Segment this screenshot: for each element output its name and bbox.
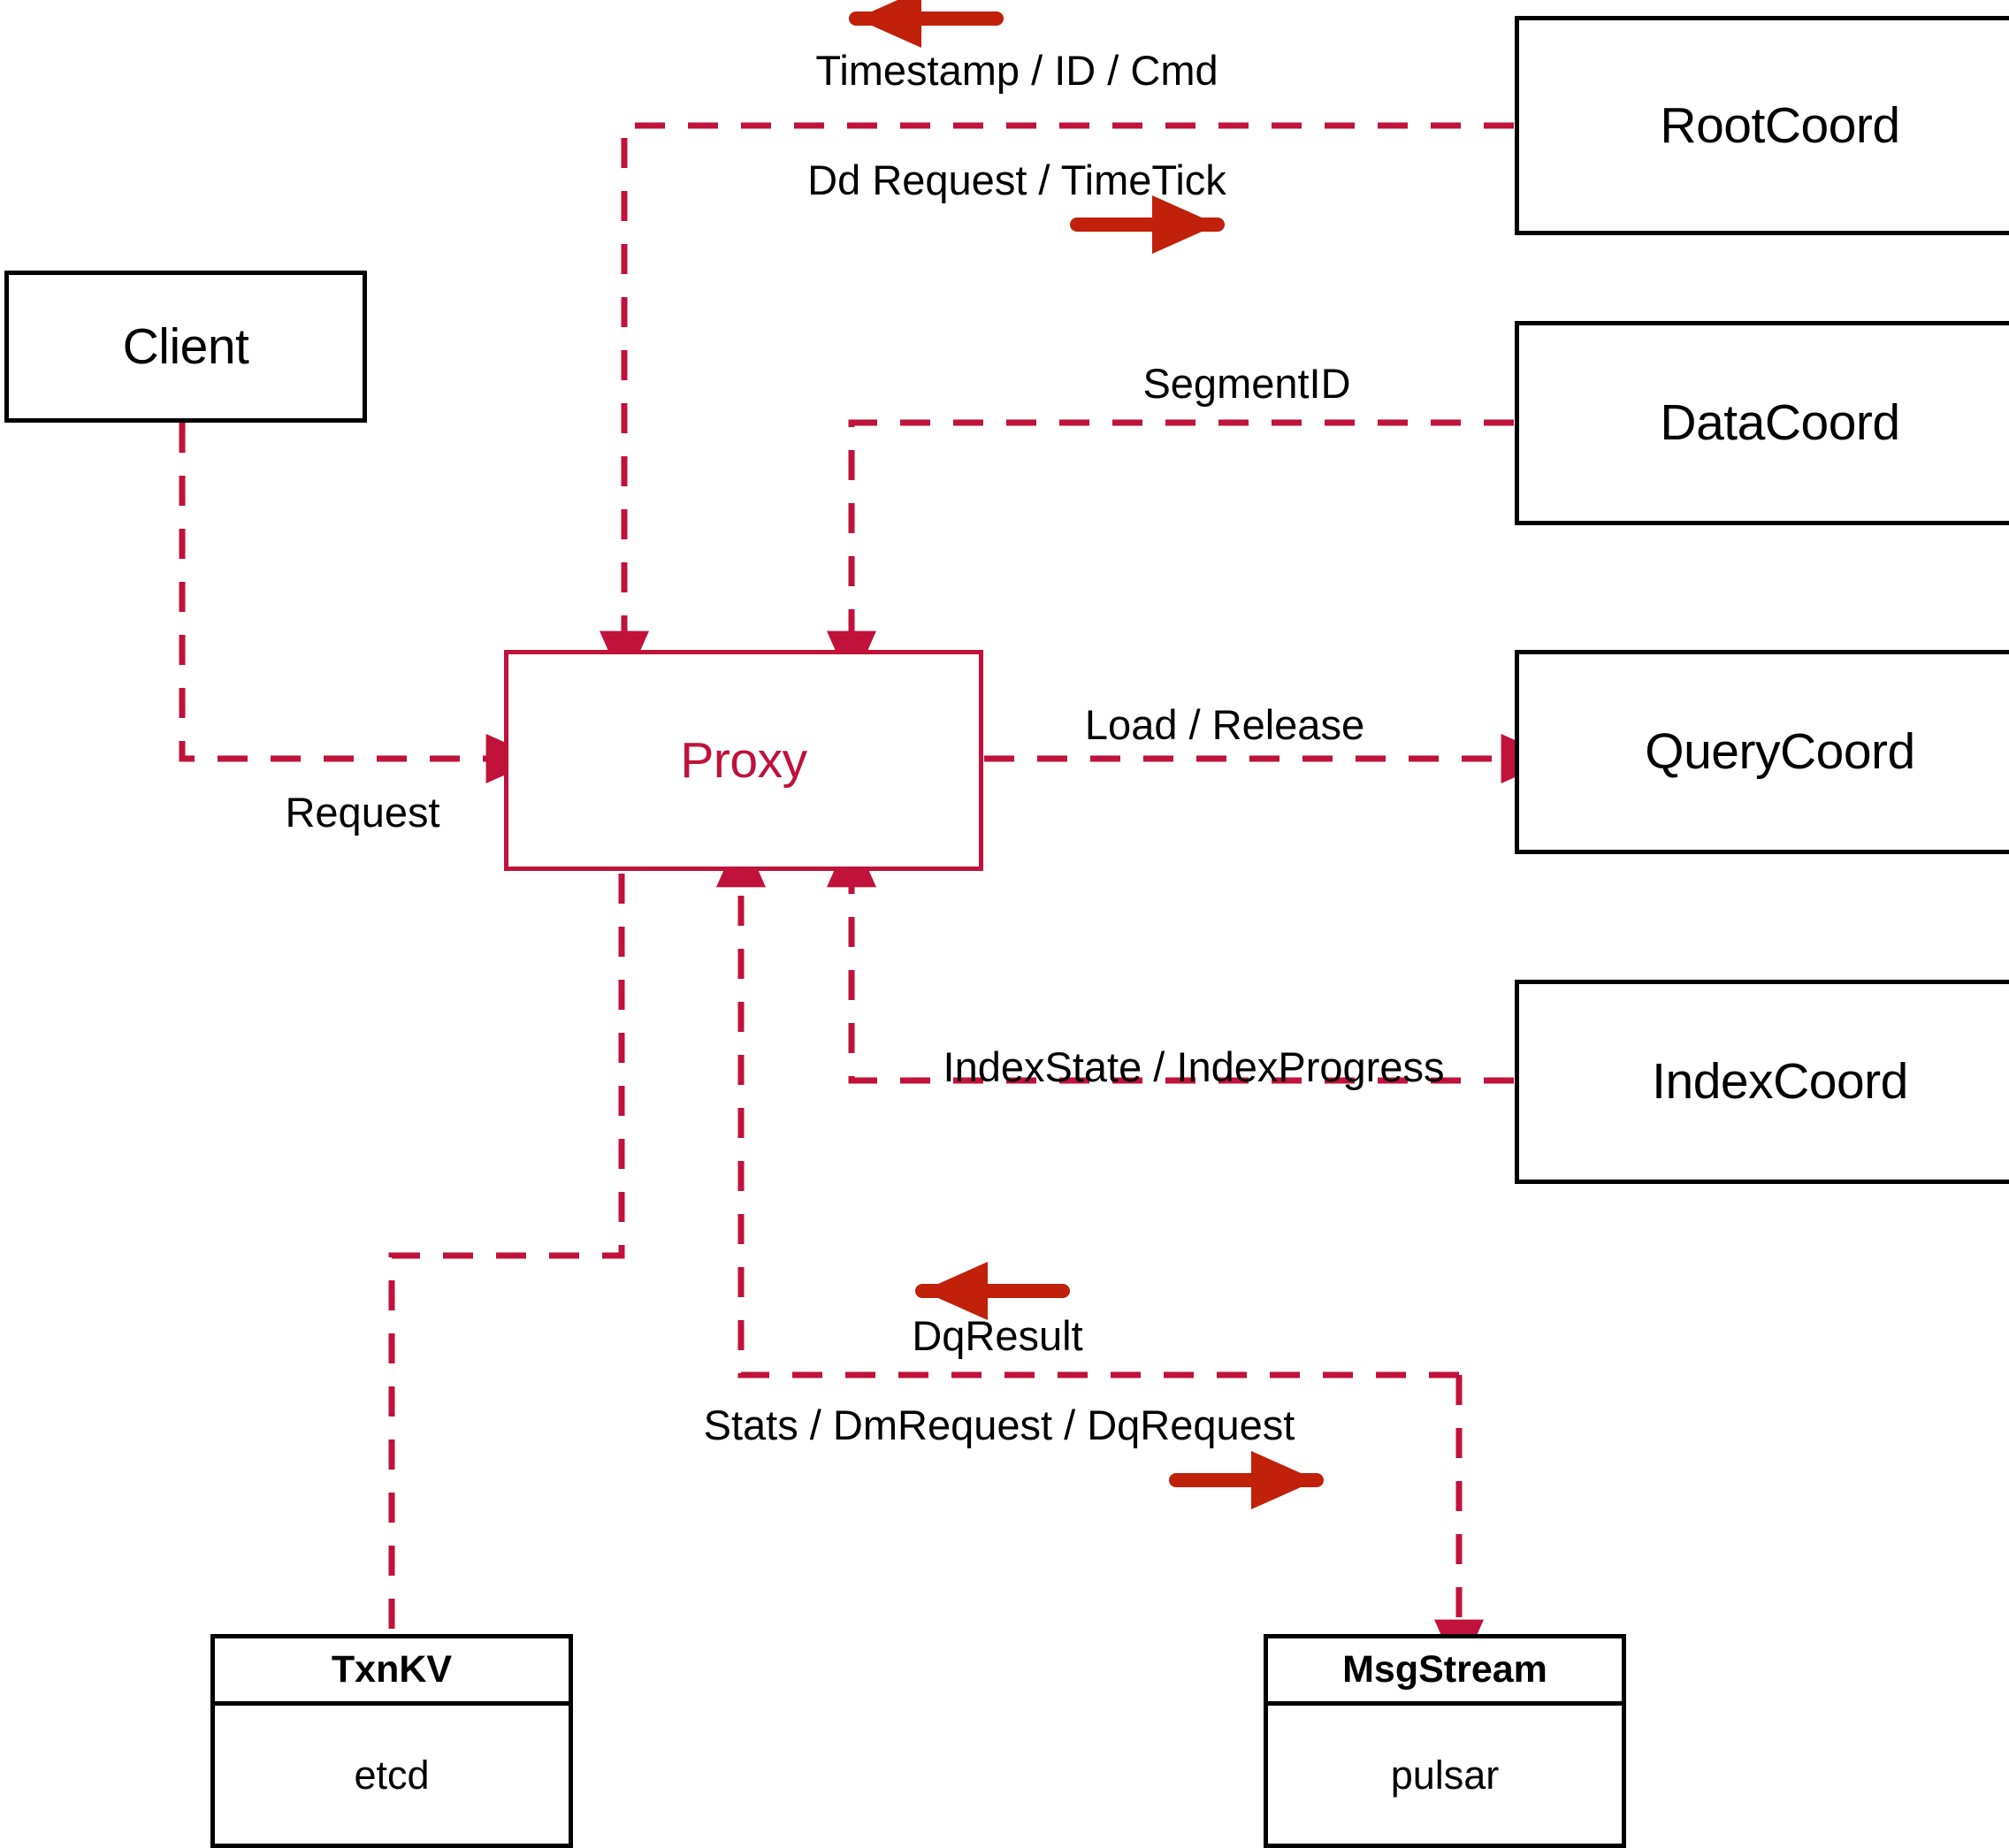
node-msgstream-header: MsgStream	[1268, 1638, 1622, 1706]
node-rootcoord[interactable]: RootCoord	[1515, 16, 2009, 235]
node-txnkv[interactable]: TxnKV etcd	[210, 1634, 573, 1848]
node-msgstream[interactable]: MsgStream pulsar	[1264, 1634, 1626, 1848]
edge-msgstream-to-proxy	[716, 831, 1459, 1378]
node-client-label: Client	[122, 317, 249, 375]
node-proxy-label: Proxy	[680, 731, 807, 789]
node-proxy[interactable]: Proxy	[504, 650, 983, 871]
edge-label-request: Request	[285, 789, 440, 836]
dq-result-direction-arrow	[915, 1262, 1070, 1320]
node-rootcoord-label: RootCoord	[1660, 96, 1900, 154]
node-txnkv-body-label: etcd	[354, 1752, 430, 1798]
edge-label-segmentid: SegmentID	[1142, 360, 1351, 407]
node-txnkv-body: etcd	[215, 1706, 569, 1844]
node-txnkv-header: TxnKV	[215, 1638, 569, 1706]
edge-proxy-to-txnkv	[388, 874, 625, 1631]
node-indexcoord[interactable]: IndexCoord	[1515, 980, 2009, 1184]
edge-indexcoord-to-proxy	[827, 831, 1514, 1084]
node-datacoord-label: DataCoord	[1660, 394, 1900, 451]
edge-label-timestamp-id-cmd: Timestamp / ID / Cmd	[815, 47, 1218, 94]
node-querycoord[interactable]: QueryCoord	[1515, 650, 2009, 854]
node-txnkv-header-label: TxnKV	[331, 1648, 453, 1691]
edge-label-indexstate-indexprogress: IndexState / IndexProgress	[943, 1043, 1445, 1090]
direction-arrow-group	[849, 0, 1324, 1509]
stats-dm-dq-request-direction-arrow	[1169, 1451, 1324, 1509]
timestamp-id-cmd-direction-arrow	[849, 0, 1004, 48]
edge-label-dqresult: DqResult	[912, 1312, 1083, 1359]
node-client[interactable]: Client	[4, 271, 367, 423]
edge-label-load-release: Load / Release	[1084, 701, 1365, 748]
node-datacoord[interactable]: DataCoord	[1515, 321, 2009, 525]
node-msgstream-header-label: MsgStream	[1342, 1648, 1547, 1691]
edge-label-dd-request-timetick: Dd Request / TimeTick	[807, 157, 1226, 203]
edge-rootcoord-to-proxy	[600, 122, 1514, 687]
node-indexcoord-label: IndexCoord	[1652, 1053, 1908, 1110]
node-msgstream-body-label: pulsar	[1390, 1752, 1500, 1798]
edge-label-stats-dmrequest-dqrequest: Stats / DmRequest / DqRequest	[703, 1401, 1295, 1448]
edge-datacoord-to-proxy	[827, 419, 1514, 687]
node-msgstream-body: pulsar	[1268, 1706, 1622, 1844]
node-querycoord-label: QueryCoord	[1645, 723, 1915, 780]
edge-client-to-proxy	[179, 423, 542, 783]
dd-request-timetick-direction-arrow	[1070, 195, 1225, 254]
